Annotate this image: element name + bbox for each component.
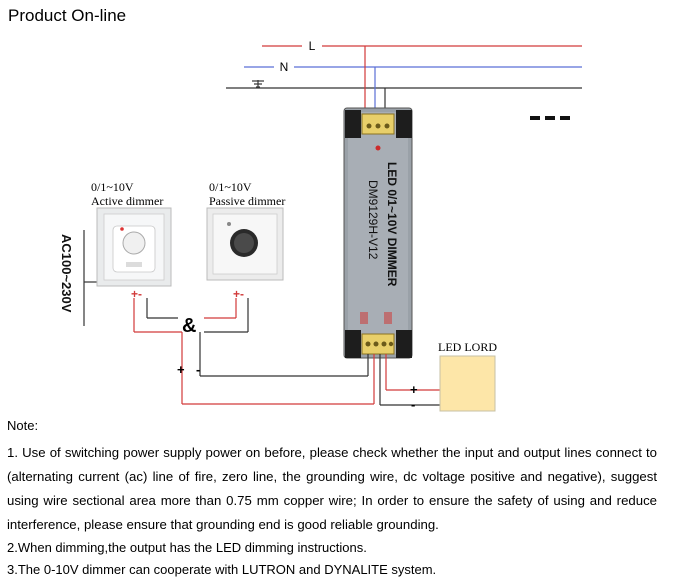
- control-minus-label: -: [196, 362, 200, 377]
- power-indicator-icon: [375, 145, 381, 151]
- wiring-diagram: L N: [59, 38, 582, 412]
- active-dimmer-indicator-icon: [120, 227, 124, 231]
- notes-section: Note: 1. Use of switching power supply p…: [7, 418, 657, 581]
- neutral-label: N: [280, 60, 289, 74]
- notes-title: Note:: [7, 418, 39, 433]
- led-plus-label: +: [410, 382, 418, 397]
- dimmer-driver: LED 0/1~10V DIMMER DM9129H-V12: [343, 107, 413, 359]
- driver-model-line2: DM9129H-V12: [366, 180, 380, 260]
- active-dimmer-name-label: Active dimmer: [91, 194, 164, 208]
- active-dimmer-polarity: +-: [131, 287, 142, 301]
- note-item-3: 3.The 0-10V dimmer can cooperate with LU…: [7, 562, 437, 577]
- active-dimmer-device: [96, 207, 172, 287]
- ground-symbol-icon: [252, 80, 264, 88]
- control-plus-label: +: [177, 362, 185, 377]
- led-minus-label: -: [411, 397, 415, 412]
- passive-dimmer-signal-label: 0/1~10V: [209, 180, 252, 194]
- led-panel: [439, 355, 496, 412]
- active-dimmer-signal-label: 0/1~10V: [91, 180, 134, 194]
- led-load-label: LED LORD: [438, 340, 497, 354]
- note-item-1: 1. Use of switching power supply power o…: [7, 445, 657, 532]
- input-voltage-label: AC100~230V: [59, 234, 74, 313]
- passive-dimmer-name-label: Passive dimmer: [209, 194, 286, 208]
- passive-dimmer-polarity: +-: [233, 287, 244, 301]
- page-title: Product On-line: [8, 6, 127, 25]
- passive-dimmer-sun-icon: [227, 222, 231, 226]
- passive-dimmer-device: [206, 207, 284, 281]
- continuation-mark: [530, 116, 570, 120]
- junction-label: &: [182, 315, 196, 337]
- live-label: L: [309, 39, 316, 53]
- note-item-2: 2.When dimming,the output has the LED di…: [7, 540, 367, 555]
- driver-model-line1: LED 0/1~10V DIMMER: [385, 162, 399, 287]
